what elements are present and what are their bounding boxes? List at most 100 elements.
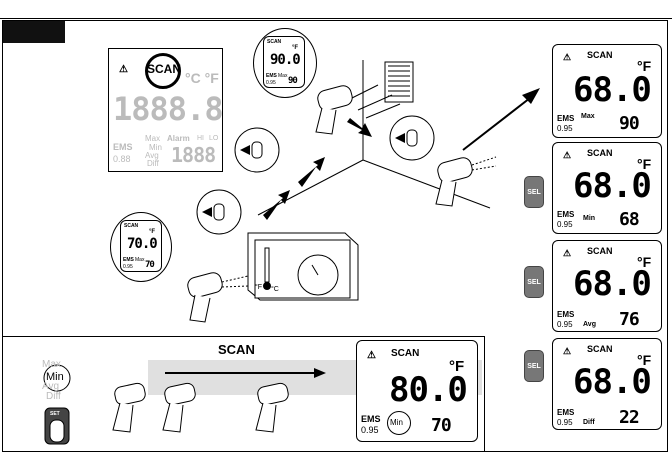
step1-mode-value: 70 bbox=[145, 260, 155, 270]
warning-icon: ⚠ bbox=[563, 150, 572, 160]
right-lcd-unit: °F bbox=[637, 156, 652, 172]
right-lcd-ems: EMS bbox=[557, 210, 575, 219]
header-rule bbox=[0, 18, 672, 19]
right-lcd-mode: Max bbox=[581, 113, 595, 120]
right-lcd-unit: °F bbox=[637, 58, 652, 74]
mode-list-diff: Diff bbox=[46, 391, 61, 402]
lcd-ems-value: 0.88 bbox=[113, 154, 131, 164]
wall-vent bbox=[384, 61, 414, 103]
right-lcd-max: ⚠ SCAN °F 68.0 EMS 0.95 Max 90 bbox=[552, 44, 662, 138]
thermostat-c-label: °C bbox=[271, 286, 279, 293]
thermometer-gun-1 bbox=[187, 272, 249, 323]
lcd-label-lo: LO bbox=[209, 135, 219, 142]
scan-highlight-circle bbox=[145, 53, 181, 89]
step2-ems-value: 0.95 bbox=[266, 80, 276, 86]
set-button-hand bbox=[44, 407, 70, 445]
arrow-up-1 bbox=[263, 190, 290, 220]
warning-icon: ⚠ bbox=[563, 52, 572, 62]
right-lcd-scan: SCAN bbox=[587, 148, 613, 158]
illustration-frame bbox=[2, 20, 668, 452]
right-lcd-ems-value: 0.95 bbox=[557, 418, 573, 427]
mode-list-max: Max bbox=[42, 359, 61, 370]
warning-icon: ⚠ bbox=[563, 248, 572, 258]
arrow-to-right-panel bbox=[462, 88, 540, 151]
right-lcd-ems-value: 0.95 bbox=[557, 220, 573, 229]
right-lcd-ems: EMS bbox=[557, 114, 575, 123]
step2-mode: Max bbox=[278, 73, 288, 79]
bottom-lcd: ⚠ SCAN °F 80.0 EMS 0.95 Min 70 bbox=[356, 340, 478, 442]
bottom-lcd-mode-circle bbox=[387, 411, 411, 435]
warning-icon: ⚠ bbox=[119, 64, 128, 75]
lcd-main-digits: 1888.8 bbox=[113, 90, 224, 128]
step2-unit: °F bbox=[292, 45, 299, 51]
right-lcd-mode-value: 22 bbox=[619, 407, 640, 428]
lcd-ems: EMS bbox=[113, 142, 133, 152]
right-lcd-mode-value: 90 bbox=[619, 113, 640, 134]
step1-ems: EMS bbox=[123, 257, 134, 263]
right-lcd-mode: Min bbox=[583, 215, 596, 222]
bottom-lcd-ems: EMS bbox=[361, 414, 381, 424]
right-lcd-mode-value: 68 bbox=[619, 209, 640, 230]
step2-reading: 90.0 bbox=[270, 52, 301, 68]
right-lcd-ems: EMS bbox=[557, 408, 575, 417]
right-lcd-unit: °F bbox=[637, 254, 652, 270]
trigger-icon-2 bbox=[196, 189, 242, 235]
right-lcd-reading: 68.0 bbox=[573, 264, 652, 304]
sel-button-3[interactable]: SEL bbox=[524, 350, 544, 382]
right-lcd-diff: ⚠ SCAN °F 68.0 EMS 0.95 Diff 22 bbox=[552, 338, 662, 430]
step2-lcd: SCAN °F 90.0 EMS 0.95 Max 90 bbox=[263, 36, 305, 88]
step2-scan: SCAN bbox=[267, 39, 282, 45]
bottom-lcd-mode: Min bbox=[390, 418, 403, 427]
trigger-icon-3 bbox=[389, 115, 435, 161]
step1-lcd: SCAN °F 70.0 EMS 0.95 Max 70 bbox=[120, 220, 162, 272]
lcd-small-digits: 1888 bbox=[171, 143, 216, 167]
step2-ems: EMS bbox=[266, 73, 277, 79]
right-lcd-ems-value: 0.95 bbox=[557, 320, 573, 329]
right-lcd-ems: EMS bbox=[557, 310, 575, 319]
right-lcd-reading: 68.0 bbox=[573, 70, 652, 110]
step1-ems-value: 0.95 bbox=[123, 264, 133, 270]
right-lcd-scan: SCAN bbox=[587, 246, 613, 256]
right-lcd-min: ⚠ SCAN °F 68.0 EMS 0.95 Min 68 bbox=[552, 142, 662, 234]
full-segment-lcd: ⚠ SCAN °C °F 1888.8 Max Alarm HI LO Min … bbox=[108, 48, 224, 172]
step1-scan: SCAN bbox=[124, 223, 139, 229]
lcd-label-max: Max bbox=[145, 134, 161, 143]
thermostat-f-label: °F bbox=[255, 284, 263, 291]
arrow-down-right bbox=[347, 118, 372, 137]
right-lcd-scan: SCAN bbox=[587, 50, 613, 60]
step1-unit: °F bbox=[149, 229, 156, 235]
bottom-lcd-mode-value: 70 bbox=[431, 415, 452, 436]
step1-reading: 70.0 bbox=[127, 236, 158, 252]
warning-icon: ⚠ bbox=[563, 346, 572, 356]
set-button-label[interactable]: SET bbox=[50, 411, 60, 417]
step2-mode-value: 90 bbox=[288, 76, 298, 86]
lcd-label-alarm: Alarm bbox=[167, 134, 190, 143]
right-lcd-avg: ⚠ SCAN °F 68.0 EMS 0.95 Avg 76 bbox=[552, 240, 662, 332]
right-lcd-scan: SCAN bbox=[587, 344, 613, 354]
lcd-label-hi: HI bbox=[197, 135, 204, 142]
step-tab bbox=[3, 21, 65, 43]
arrow-up-2 bbox=[298, 157, 325, 187]
bottom-lcd-ems-value: 0.95 bbox=[361, 425, 379, 435]
lcd-label-diff: Diff bbox=[147, 159, 159, 168]
lcd-label-min: Min bbox=[149, 143, 162, 152]
bottom-lcd-unit: °F bbox=[449, 358, 465, 375]
mode-list-min: Min bbox=[46, 371, 64, 383]
scan-mode-panel bbox=[3, 336, 485, 452]
right-lcd-mode: Avg bbox=[583, 321, 596, 328]
right-lcd-mode-value: 76 bbox=[619, 309, 640, 330]
right-lcd-reading: 68.0 bbox=[573, 166, 652, 206]
bottom-lcd-scan: SCAN bbox=[391, 348, 420, 359]
lcd-label-avg: Avg bbox=[145, 151, 159, 160]
right-lcd-mode: Diff bbox=[583, 419, 595, 426]
right-lcd-reading: 68.0 bbox=[573, 362, 652, 402]
thermometer-gun-3 bbox=[435, 156, 497, 207]
right-lcd-ems-value: 0.95 bbox=[557, 124, 573, 133]
lcd-unit: °C °F bbox=[185, 70, 219, 86]
scanning-guns bbox=[112, 382, 289, 433]
warning-icon: ⚠ bbox=[367, 350, 376, 361]
scan-title: SCAN bbox=[218, 342, 255, 357]
sel-button-2[interactable]: SEL bbox=[524, 266, 544, 298]
sel-button-1[interactable]: SEL bbox=[524, 176, 544, 208]
right-lcd-unit: °F bbox=[637, 352, 652, 368]
